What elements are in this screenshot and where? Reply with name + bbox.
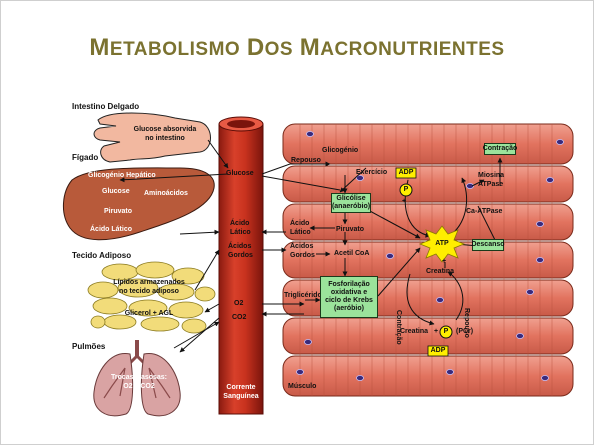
oxphos-line-2: oxidativa e [331,289,367,297]
lipids-label-2: no tecido adiposo [104,288,194,296]
liver-label: Fígado [72,154,98,162]
adp-bottom-label: ADP [428,347,448,355]
atp-label: ATP [430,240,454,248]
glycolysis-box: Glicólise (anaeróbio) [331,193,371,213]
oxphos-line-3: ciclo de Krebs [325,297,373,305]
liver-glucose-label: Glucose [102,188,130,196]
hepatic-glycogen-label: Glicogénio Hepático [88,172,156,180]
rest-box: Descanso [472,239,504,251]
oxidative-phosphorylation-box: Fosforilação oxidativa e ciclo de Krebs … [320,276,378,318]
glycerol-label: Glicerol + AGL [104,310,194,318]
plus-mid-label: + [442,258,446,266]
adp-top-label: ADP [396,169,416,177]
adipose-tissue-shape [88,262,215,333]
contraction-box: Contração [484,143,516,155]
glucose-absorbed-label-2: no intestino [120,135,210,143]
glycolysis-title: Glicólise [336,195,365,203]
pcr-label: (PCr) [456,328,473,336]
blood-fatty-acids-label: Ácidos [228,243,251,251]
phosphate-bottom-label: P [440,328,452,336]
blood-vessel [219,117,263,414]
blood-glucose-label: Glucose [226,170,254,178]
oxphos-line-1: Fosforilação [328,281,370,289]
co2-label: CO2 [232,314,246,322]
oxphos-line-4: (aeróbio) [334,305,364,313]
phosphate-top-label: P [400,186,412,194]
acetyl-coa-label: Acetil CoA [334,250,369,258]
gas-exchange-label-2: O2 e CO2 [104,383,174,391]
amino-acids-label: Aminoácidos [144,190,188,198]
glycogen-label: Glicogénio [322,147,358,155]
rest-label: Repouso [291,157,321,165]
pyruvate-label: Piruvato [336,226,364,234]
plus-bottom-label: + [434,328,438,336]
lungs-label: Pulmões [72,343,105,351]
adipose-label: Tecido Adiposo [72,252,131,260]
glucose-absorbed-label: Glucose absorvida [120,126,210,134]
muscle-lactic-label-2: Lático [290,229,311,237]
muscle-fatty-acids-label: Ácidos [290,243,313,251]
o2-label: O2 [234,300,243,308]
blood-fatty-acids-label-2: Gordos [228,252,253,260]
blood-lactic-label: Ácido [230,220,249,228]
myosin-label: Miosina [478,172,504,180]
blood-lactic-label-2: Lático [230,229,251,237]
bloodstream-label: Corrente [219,384,263,392]
gas-exchange-label: Trocas Gasosas: [104,374,174,382]
glycolysis-subtitle: (anaeróbio) [332,203,370,211]
ca-atpase-label: Ca-ATPase [466,208,502,216]
muscle-label: Músculo [288,383,316,391]
myosin-label-2: ATPase [478,181,503,189]
creatine-bottom-label: Creatina [400,328,428,336]
exercise-label: Exercício [356,169,387,177]
muscle-lactic-label: Ácido [290,220,309,228]
liver-lactic-label: Ácido Lático [90,226,132,234]
bloodstream-label-2: Sanguínea [219,393,263,401]
intestine-label: Intestino Delgado [72,103,139,111]
lipids-label: Lípidos armazenados [104,279,194,287]
creatine-top-label: Creatina [426,268,454,276]
liver-pyruvate-label: Piruvato [104,208,132,216]
plus-top-label: + [402,198,406,206]
muscle-fatty-acids-label-2: Gordos [290,252,315,260]
